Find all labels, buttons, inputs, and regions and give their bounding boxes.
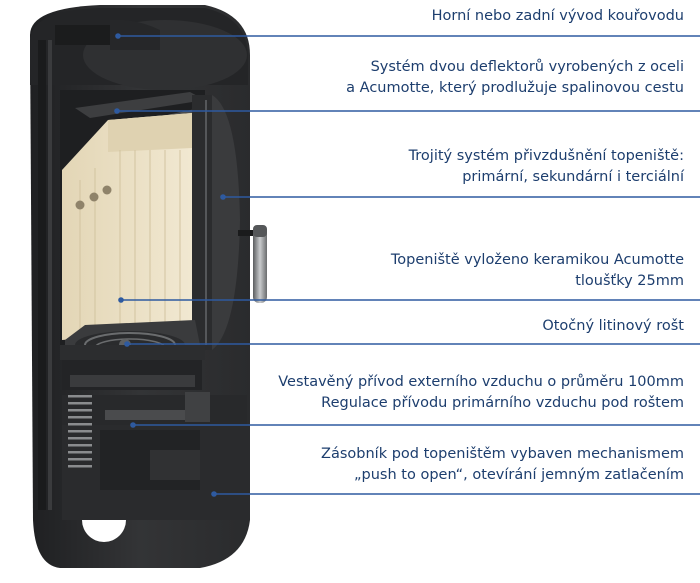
door-frame: [192, 95, 240, 350]
callout-line: Horní nebo zadní vývod kouřovodu: [431, 8, 684, 24]
callout-storage: Zásobník pod topeništěm vybaven mechanis…: [321, 444, 684, 486]
door-handle-icon: [238, 225, 267, 303]
callout-line: tloušťky 25mm: [575, 273, 684, 289]
callout-line: Regulace přívodu primárního vzduchu pod …: [321, 395, 684, 411]
leader-lines: [117, 35, 700, 495]
callout-line: primární, sekundární i terciální: [462, 169, 684, 185]
callout-flue-outlet: Horní nebo zadní vývod kouřovodu: [432, 6, 684, 27]
callout-ceramic-lining: Topeniště vyloženo keramikou Acumotte tl…: [391, 250, 684, 292]
callout-cast-iron-grate: Otočný litinový rošt: [542, 316, 684, 337]
cast-iron-grate: [60, 320, 205, 360]
callout-line: Systém dvou deflektorů vyrobených z ocel…: [370, 59, 684, 75]
callout-line: Trojitý systém přivzdušnění topeniště:: [408, 148, 684, 164]
ceramic-lining: [62, 113, 192, 340]
callout-line: a Acumotte, který prodlužuje spalinovou …: [346, 80, 684, 96]
callout-line: Topeniště vyloženo keramikou Acumotte: [390, 252, 684, 268]
air-intake-compartment: [62, 360, 247, 425]
storage-compartment: [62, 395, 247, 542]
leader-dots: [114, 33, 226, 497]
callout-external-air: Vestavěný přívod externího vzduchu o prů…: [278, 372, 684, 414]
callout-line: Vestavěný přívod externího vzduchu o prů…: [278, 374, 684, 390]
callout-line: Otočný litinový rošt: [542, 318, 684, 334]
callout-deflectors: Systém dvou deflektorů vyrobených z ocel…: [346, 57, 684, 99]
callout-line: „push to open“, otevírání jemným zatlače…: [354, 467, 684, 483]
callout-air-system: Trojitý systém přivzdušnění topeniště: p…: [409, 146, 684, 188]
callout-line: Zásobník pod topeništěm vybaven mechanis…: [321, 446, 684, 462]
